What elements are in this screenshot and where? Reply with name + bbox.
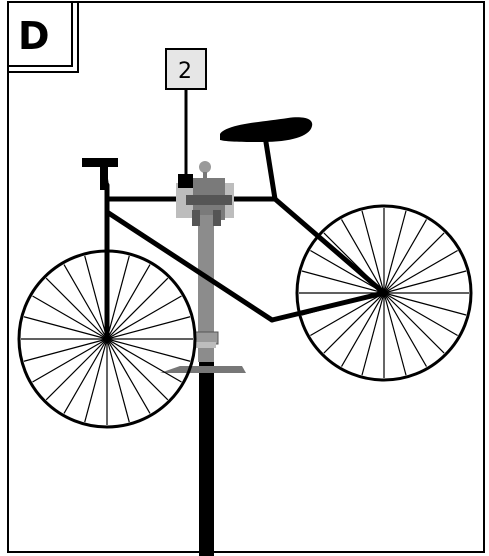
callout-number: 2: [178, 59, 192, 84]
callout-pointer: [178, 174, 193, 188]
figure-border: [7, 1, 485, 553]
spoke: [106, 264, 151, 340]
spoke: [310, 292, 385, 337]
spoke: [23, 338, 108, 362]
down-tube: [272, 196, 387, 296]
stand-clamp: [176, 161, 234, 226]
spoke: [383, 292, 407, 376]
seat-tube: [104, 209, 275, 323]
spoke: [45, 277, 108, 340]
spoke: [310, 249, 385, 294]
spoke: [383, 292, 428, 367]
spoke: [106, 338, 182, 383]
spoke: [63, 264, 108, 340]
spoke: [106, 338, 191, 362]
callout-2: 2: [165, 48, 207, 188]
spoke: [383, 219, 428, 294]
spoke: [301, 270, 385, 294]
spoke: [361, 210, 385, 294]
spoke: [23, 316, 108, 340]
spoke: [383, 292, 445, 354]
spoke: [383, 210, 407, 294]
spoke: [32, 295, 108, 340]
stand-tray: [160, 366, 246, 373]
spoke: [383, 292, 467, 316]
saddle-icon: [220, 117, 313, 142]
repair-stand: [160, 220, 246, 556]
spoke: [32, 338, 108, 383]
seat-post: [262, 133, 278, 202]
spoke: [45, 338, 108, 401]
stand-upper-tube: [198, 220, 214, 362]
spoke: [106, 338, 151, 414]
spoke: [106, 277, 169, 340]
step-badge: D: [7, 1, 79, 73]
spoke: [106, 316, 191, 340]
spoke: [106, 338, 130, 423]
spoke: [63, 338, 108, 414]
stand-base-pole: [199, 360, 214, 556]
spoke: [383, 249, 458, 294]
spoke: [84, 255, 108, 340]
rear-wheel: [17, 249, 197, 429]
spoke: [106, 295, 182, 340]
bicycle-frame: [101, 133, 387, 342]
spoke: [106, 338, 169, 401]
step-letter: D: [18, 14, 50, 58]
spoke: [340, 292, 385, 367]
spoke: [383, 270, 467, 294]
spoke: [383, 232, 445, 294]
front-wheel: [295, 204, 473, 382]
spoke: [323, 292, 385, 354]
spoke: [84, 338, 108, 423]
spoke: [106, 255, 130, 340]
spoke: [383, 292, 458, 337]
chain-stay: [269, 290, 387, 323]
spoke: [361, 292, 385, 376]
handlebar-icon: [82, 158, 118, 167]
spoke: [340, 219, 385, 294]
